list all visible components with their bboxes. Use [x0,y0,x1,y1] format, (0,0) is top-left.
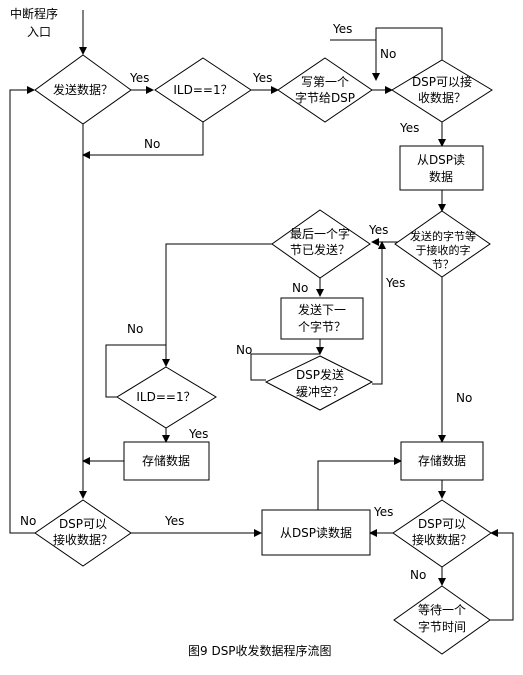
wait-one-byte-line2: 字节时间 [418,619,466,634]
sent-equals-received-line2: 于接收的字 [416,243,471,257]
no-label-buffer-loop: No [236,343,252,357]
dsp-send-buffer-line1: DSP发送 [296,367,344,382]
no-label-top-loop: No [380,47,396,61]
last-byte-sent-decision [271,209,371,279]
no-label-ild-top: No [144,137,160,151]
yes-label-top-entry: Yes [332,22,352,36]
no-label-last-byte: No [292,281,308,295]
send-next-byte-line2: 个字节？ [298,319,346,334]
read-from-dsp-line2: 数据 [429,169,453,184]
send-data-decision [34,54,132,125]
no-label-dsp-right: No [410,568,426,582]
wait-one-byte-decision [393,585,491,655]
sent-equals-received-line3: 节？ [432,258,454,271]
yes-label-dsp-left: Yes [164,514,184,528]
yes-label-dsp-right: Yes [373,505,393,519]
dsp-can-receive-left-decision [34,499,132,567]
store-data-right-label: 存储数据 [418,453,466,468]
entry-label-line1: 中断程序 [10,6,58,21]
yes-label-ild-to-write: Yes [252,71,272,85]
dsp-can-receive-left-line2: 接收数据？ [53,532,113,547]
ild-check-top-decision [154,57,252,123]
yes-label-ild-mid: Yes [188,427,208,441]
dsp-send-buffer-empty-decision [264,355,374,411]
connectors [9,10,514,621]
last-byte-sent-line2: 节已发送？ [290,242,350,257]
last-byte-sent-line1: 最后一个字 [290,226,350,241]
send-next-byte-box [280,297,364,340]
read-from-dsp-line1: 从DSP读 [417,153,465,167]
dsp-can-receive-right-line2: 接收数据？ [412,532,472,547]
ild-check-top-label: ILD==1？ [173,83,232,97]
sent-equals-received-line1: 发送的字节等 [410,229,476,243]
write-first-line1: 写第一个 [301,75,349,89]
ild-check-mid-decision [116,366,217,429]
dsp-can-receive-right-decision [392,499,492,568]
dsp-can-receive-top-decision [391,59,493,123]
no-label-sent-equals: No [456,391,472,405]
entry-label-line2: 入口 [27,25,51,39]
dsp-can-receive-top-line1: DSP可以接 [412,74,472,89]
no-label-dsp-left: No [20,514,36,528]
dsp-can-receive-left-line1: DSP可以 [59,517,107,531]
read-from-dsp-box [399,145,484,191]
read-dsp-data-box [261,509,371,556]
write-first-line2: 字节给DSP [295,90,355,105]
write-first-byte-decision [277,57,373,123]
yes-label-buffer: Yes [385,276,405,290]
yes-label-dsp-top: Yes [399,121,419,135]
store-data-right-box [400,441,484,481]
store-data-left-label: 存储数据 [142,453,190,468]
yes-label-sent-equals: Yes [368,223,388,237]
send-data-label: 发送数据？ [53,82,113,97]
store-data-left-box [123,441,210,481]
dsp-send-buffer-line2: 缓冲空？ [296,384,344,399]
figure-caption: 图9 DSP收发数据程序流图 [188,643,332,658]
wait-one-byte-line1: 等待一个 [418,603,466,617]
sent-equals-received-decision [394,210,491,278]
yes-label-send-to-ild: Yes [129,71,149,85]
dsp-can-receive-top-line2: 收数据？ [418,90,466,105]
read-dsp-data-label: 从DSP读数据 [280,525,352,540]
send-next-byte-line1: 发送下一 [298,302,346,317]
no-label-ild-mid: No [127,322,143,336]
ild-check-mid-label: ILD==1？ [136,390,195,404]
dsp-can-receive-right-line1: DSP可以 [418,517,466,531]
